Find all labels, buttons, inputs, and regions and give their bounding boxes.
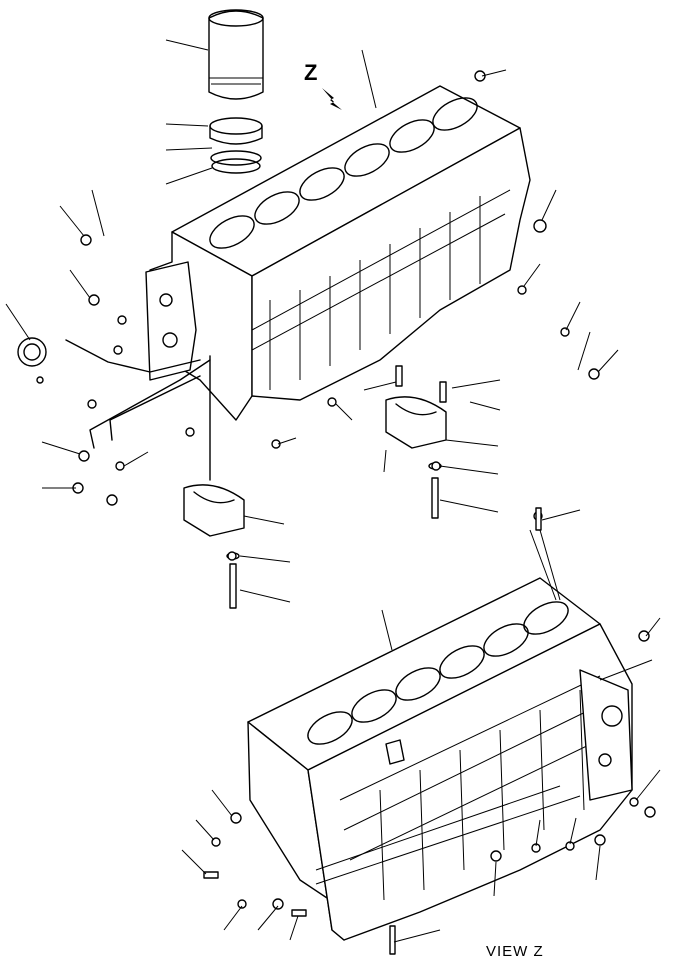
front-seal-cup [17, 337, 47, 367]
small-fasteners-bottom [203, 507, 656, 955]
cylinder-block-top [145, 85, 531, 421]
cylinder-block-view-z [247, 577, 633, 941]
oil-tubes [65, 339, 211, 481]
main-bearing-cap-lower [183, 484, 245, 537]
cylinder-liner [208, 9, 264, 100]
main-bearing-cap-center [385, 396, 447, 449]
small-fasteners-top [36, 70, 600, 561]
leader-lines-bottom [181, 509, 661, 943]
view-z-caption: VIEW Z [486, 943, 544, 960]
view-z-marker: Z [304, 60, 317, 85]
leader-lines-top [5, 39, 619, 603]
liner-seal-rings [209, 117, 263, 174]
view-direction-arrow [322, 88, 342, 110]
